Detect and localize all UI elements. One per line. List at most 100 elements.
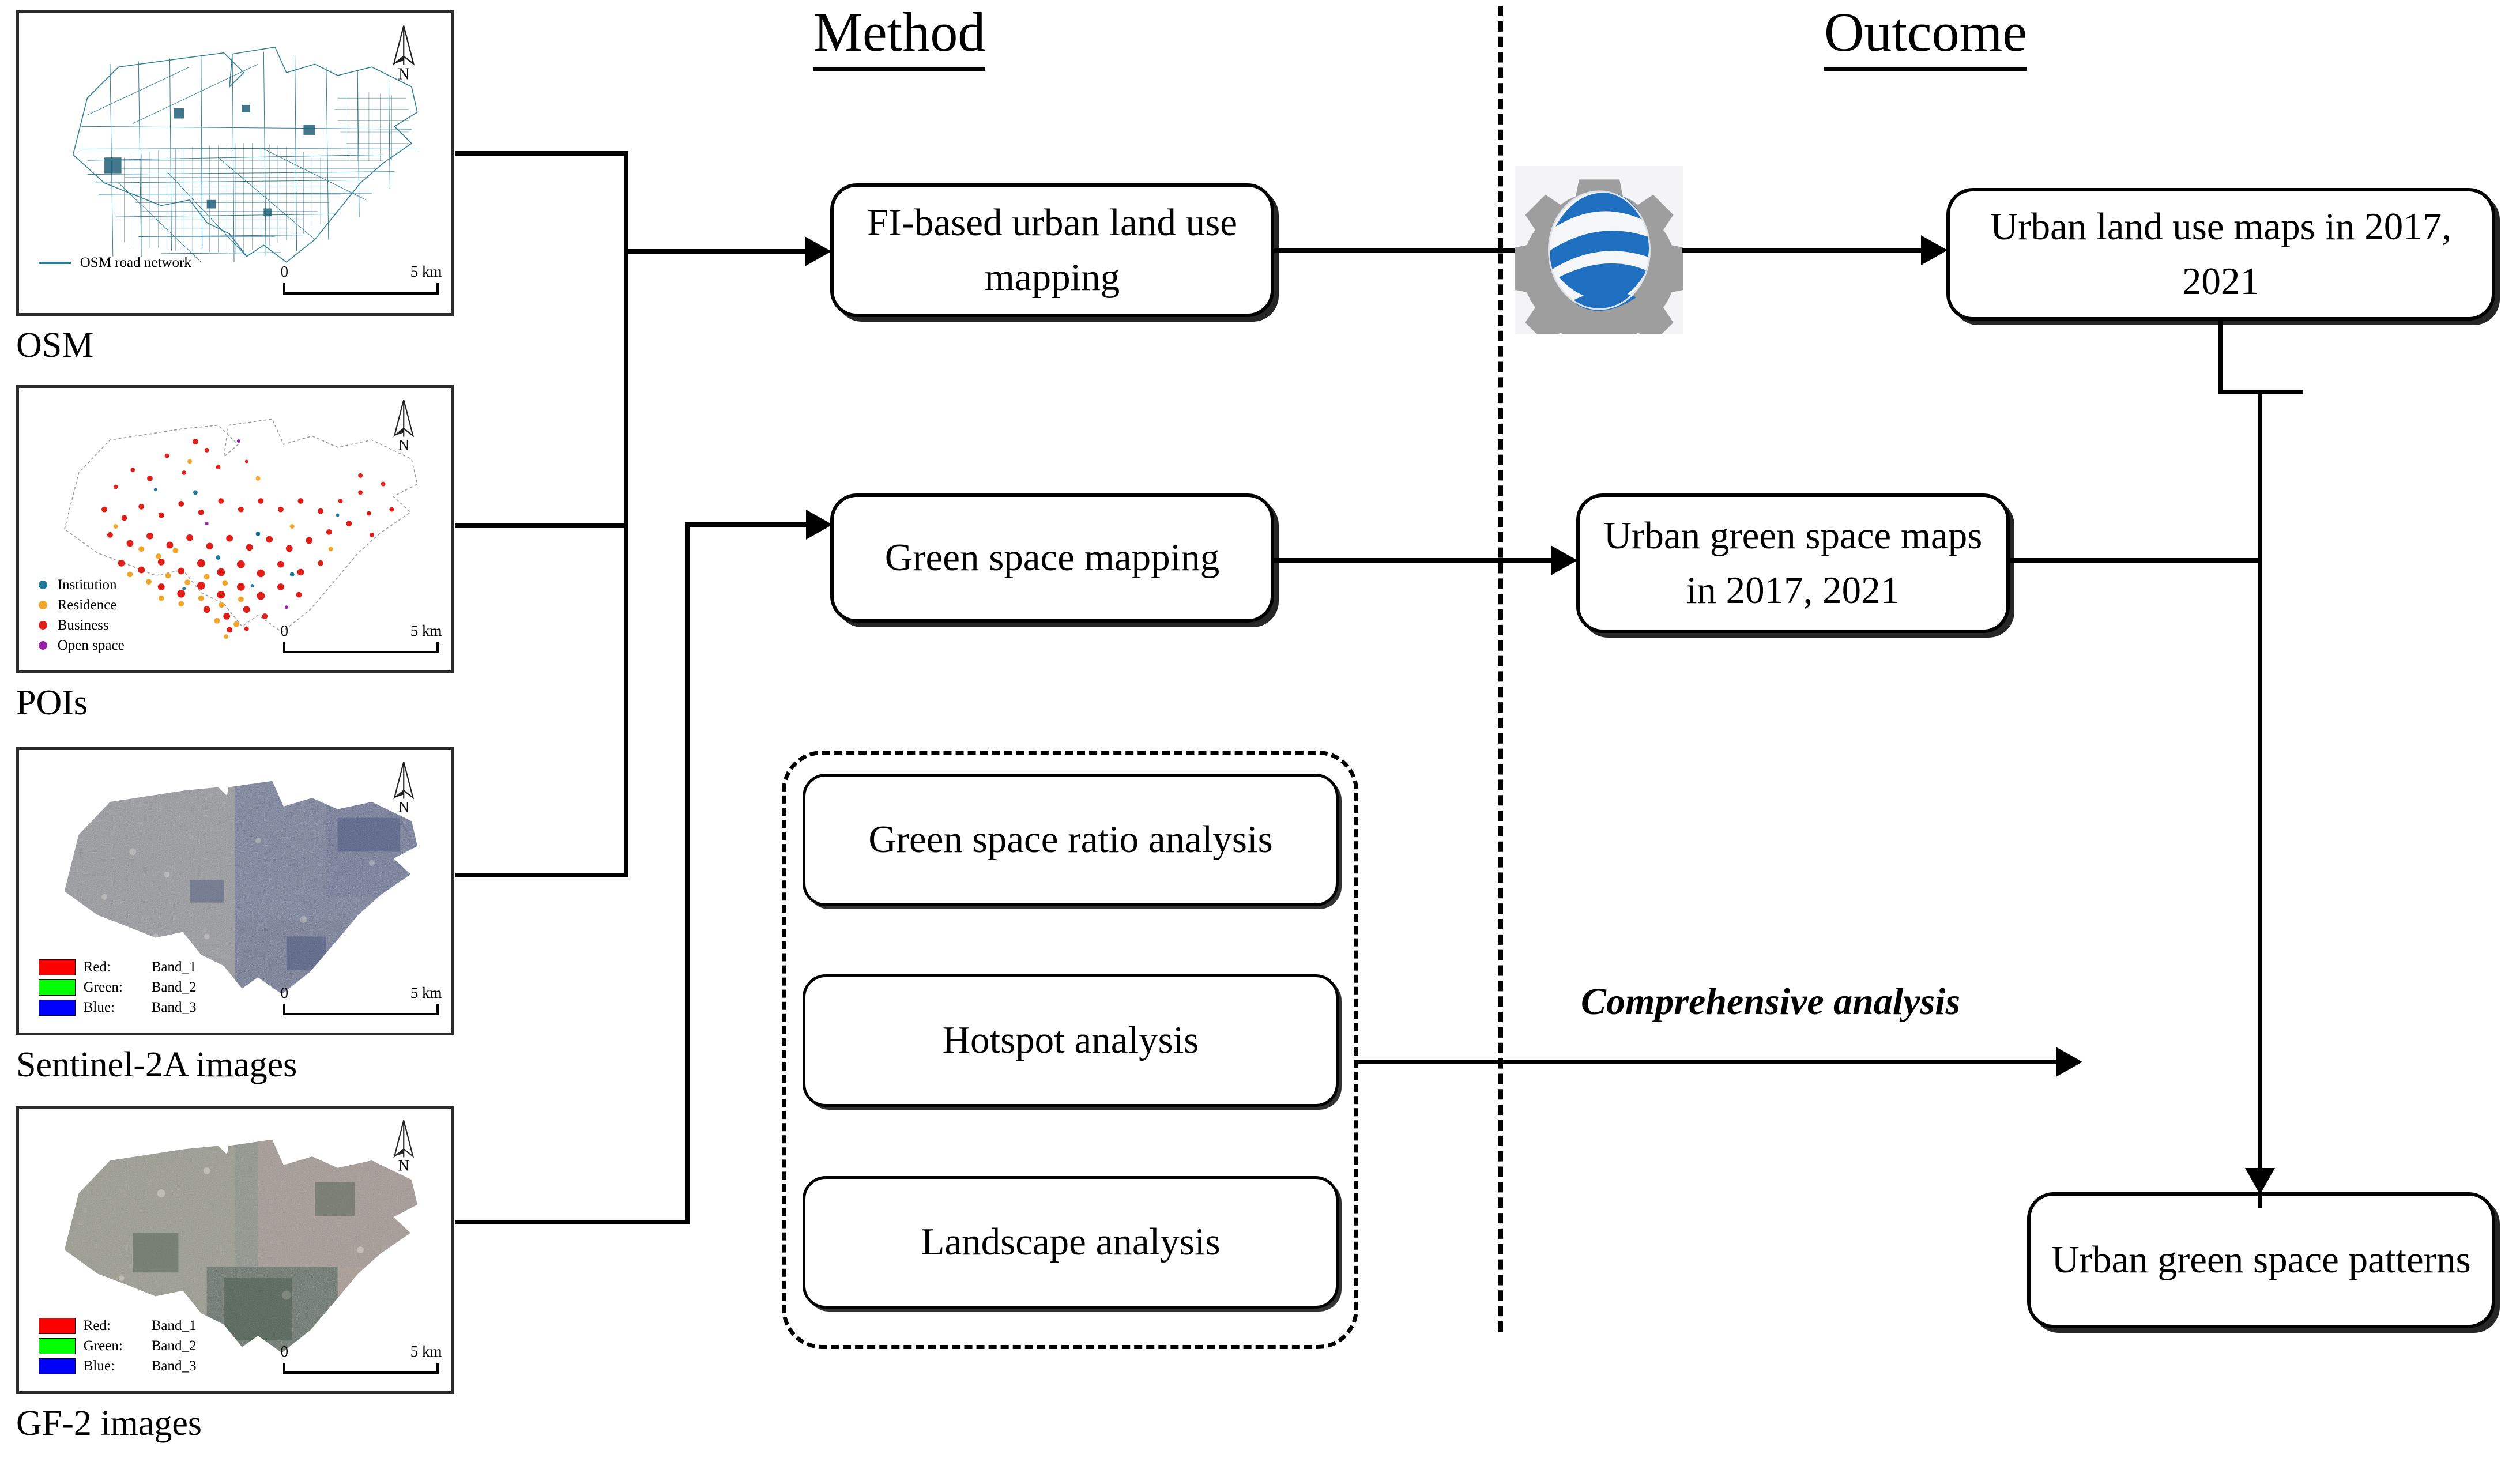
legend-key: Red: — [83, 959, 111, 975]
outcome-header-text: Outcome — [1824, 5, 2027, 71]
sentinel-scale-bar: 0 5 km — [280, 984, 442, 1022]
arrow-into-green-space-mapping — [806, 510, 833, 540]
legend-swatch-green-band — [38, 1337, 76, 1354]
legend-item: Blue: Band_3 — [38, 1357, 197, 1376]
node-label: Landscape analysis — [921, 1220, 1221, 1264]
legend-swatch-red-band — [38, 1317, 76, 1334]
legend-swatch-blue-band — [38, 1358, 76, 1374]
node-label: Green space mapping — [884, 536, 1220, 579]
node-fi-based-land-use-mapping[interactable]: FI-based urban land use mapping — [830, 183, 1274, 317]
scale-min-label: 0 — [280, 263, 289, 281]
legend-label: Band_3 — [151, 1358, 197, 1374]
sentinel-legend: Red: Band_1 Green: Band_2 Blue: Band_3 — [38, 958, 197, 1019]
source-caption-gf2: GF-2 images — [16, 1404, 202, 1443]
connector-trunk-b-to-greenmapping — [685, 522, 809, 527]
arrow-into-green-space-patterns — [2245, 1168, 2275, 1195]
connector-comprehensive-analysis — [1356, 1060, 2062, 1064]
scale-max-label: 5 km — [410, 622, 442, 640]
legend-label: Band_1 — [151, 959, 197, 975]
legend-key: Green: — [83, 979, 123, 995]
legend-label: Band_2 — [151, 1337, 197, 1354]
node-green-space-mapping[interactable]: Green space mapping — [830, 493, 1274, 623]
node-label: Urban green space patterns — [2051, 1238, 2471, 1282]
north-arrow-icon: N — [393, 761, 415, 815]
node-urban-land-use-maps[interactable]: Urban land use maps in 2017, 2021 — [1946, 188, 2495, 321]
legend-label: Band_2 — [151, 979, 197, 995]
node-green-space-ratio-analysis[interactable]: Green space ratio analysis — [803, 774, 1339, 906]
legend-item: Red: Band_1 — [38, 958, 197, 977]
source-caption-sentinel: Sentinel-2A images — [16, 1045, 297, 1084]
node-label: Hotspot analysis — [942, 1019, 1199, 1062]
north-arrow-icon: N — [393, 1120, 415, 1174]
scale-min-label: 0 — [280, 622, 289, 640]
node-label: FI-based urban land use mapping — [867, 201, 1237, 299]
legend-item: Green: Band_2 — [38, 978, 197, 997]
node-label: Urban green space maps in 2017, 2021 — [1603, 514, 1983, 612]
sentinel-map-frame: N 0 5 km Red: Band_1 Green: Band_2 — [16, 747, 454, 1035]
pois-map-frame: N 0 5 km Institution Residence Business — [16, 385, 454, 673]
legend-item: OSM road network — [38, 254, 191, 272]
legend-swatch-business — [38, 621, 47, 630]
legend-label: Residence — [57, 597, 117, 613]
scale-max-label: 5 km — [410, 1343, 442, 1361]
source-panel-osm: N 0 5 km OSM road network — [16, 10, 454, 316]
arrow-into-landuse-maps — [1921, 235, 1948, 265]
legend-key: Green: — [83, 1337, 123, 1354]
legend-swatch-residence — [38, 601, 47, 609]
scale-max-label: 5 km — [410, 984, 442, 1002]
legend-label: Business — [57, 617, 109, 633]
arrow-into-green-space-maps — [1551, 545, 1577, 575]
connector-landuse-to-gear — [1272, 248, 1525, 253]
node-hotspot-analysis[interactable]: Hotspot analysis — [803, 974, 1339, 1107]
legend-label: OSM road network — [80, 255, 191, 271]
legend-key: Red: — [83, 1317, 111, 1333]
legend-swatch-blue-band — [38, 999, 76, 1016]
node-landscape-analysis[interactable]: Landscape analysis — [803, 1176, 1339, 1309]
scale-min-label: 0 — [280, 984, 289, 1002]
connector-greenmaps-to-trunk — [2007, 558, 2261, 563]
svg-text:N: N — [398, 1156, 409, 1173]
outcome-section-header: Outcome — [1747, 5, 2104, 71]
pois-scale-bar: 0 5 km — [280, 622, 442, 660]
osm-legend: OSM road network — [38, 254, 191, 274]
legend-item: Open space — [38, 636, 125, 655]
method-outcome-divider — [1498, 6, 1503, 1332]
legend-label: Institution — [57, 576, 117, 593]
legend-swatch-red-band — [38, 959, 76, 975]
legend-key: Blue: — [83, 1358, 115, 1374]
legend-item: Business — [38, 616, 125, 635]
scale-max-label: 5 km — [410, 263, 442, 281]
analysis-group-container — [782, 751, 1358, 1349]
arrow-into-landuse-mapping — [805, 236, 831, 266]
legend-label: Open space — [57, 637, 125, 653]
gf2-scale-bar: 0 5 km — [280, 1343, 442, 1380]
osm-scale-bar: 0 5 km — [280, 262, 442, 302]
legend-swatch-road-line — [38, 262, 71, 265]
connector-right-trunk — [2258, 390, 2262, 1208]
gf2-satellite-image — [64, 1139, 417, 1353]
legend-item: Residence — [38, 596, 125, 615]
scale-min-label: 0 — [280, 1343, 289, 1361]
gf2-map-frame: N 0 5 km Red: Band_1 Green: Band_2 — [16, 1106, 454, 1394]
gf2-legend: Red: Band_1 Green: Band_2 Blue: Band_3 — [38, 1317, 197, 1377]
source-caption-osm: OSM — [16, 326, 94, 365]
connector-landusemaps-down — [2218, 318, 2223, 393]
legend-label: Band_1 — [151, 1317, 197, 1333]
source-panel-gf2: N 0 5 km Red: Band_1 Green: Band_2 — [16, 1106, 454, 1394]
legend-item: Red: Band_1 — [38, 1317, 197, 1335]
connector-trunk-a — [624, 151, 628, 877]
svg-text:N: N — [398, 798, 409, 815]
node-urban-green-space-maps[interactable]: Urban green space maps in 2017, 2021 — [1576, 493, 2010, 633]
connector-pois-stub — [455, 523, 628, 528]
legend-item: Green: Band_2 — [38, 1337, 197, 1355]
method-section-header: Method — [749, 5, 1049, 71]
source-panel-pois: N 0 5 km Institution Residence Business — [16, 385, 454, 673]
gear-globe-icon — [1515, 166, 1683, 334]
svg-text:N: N — [398, 65, 409, 82]
osm-map-frame: N 0 5 km OSM road network — [16, 10, 454, 316]
connector-gear-to-landuse-maps — [1682, 248, 1924, 253]
source-caption-pois: POIs — [16, 683, 88, 722]
node-urban-green-space-patterns[interactable]: Urban green space patterns — [2027, 1192, 2495, 1328]
node-label: Urban land use maps in 2017, 2021 — [1990, 205, 2452, 303]
